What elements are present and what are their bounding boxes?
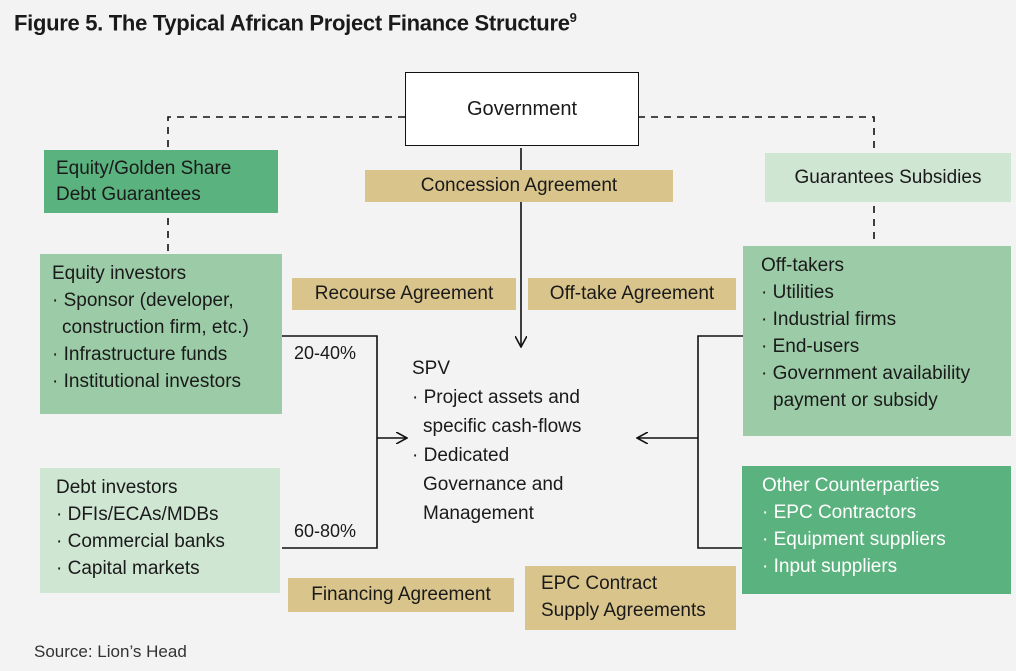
list-item: · Equipment suppliers <box>762 529 946 550</box>
list-item: specific cash-flows <box>423 416 582 437</box>
concession-agreement-label: Concession Agreement <box>365 170 673 202</box>
list-item: · Sponsor (developer, <box>52 290 234 311</box>
list-item: · Industrial firms <box>761 309 897 330</box>
list-item: · Dedicated <box>412 445 510 466</box>
list-item: · EPC Contractors <box>762 502 917 523</box>
financing-text: Financing Agreement <box>311 584 491 605</box>
list-item: · Institutional investors <box>52 371 242 392</box>
financing-agreement-label: Financing Agreement <box>288 578 514 612</box>
spv-block: SPV · Project assets and specific cash-f… <box>412 354 627 530</box>
figure-title: Figure 5. The Typical African Project Fi… <box>14 10 577 36</box>
offtakers-heading: Off-takers <box>761 255 845 276</box>
list-item: · DFIs/ECAs/MDBs <box>56 504 219 525</box>
offtake-agreement-label: Off-take Agreement <box>528 278 736 310</box>
debt-share-percentage: 60-80% <box>294 521 357 541</box>
title-footnote: 9 <box>569 10 577 25</box>
list-item: · Utilities <box>761 282 834 303</box>
right-bracket <box>697 335 743 549</box>
guarantees-subsidies-label: Guarantees Subsidies <box>794 167 982 188</box>
list-item: · Project assets and <box>412 387 580 408</box>
list-item: · Capital markets <box>56 558 200 579</box>
source-note: Source: Lion’s Head <box>34 642 187 661</box>
recourse-text: Recourse Agreement <box>314 283 494 304</box>
list-item: payment or subsidy <box>773 390 938 411</box>
list-item: · Input suppliers <box>762 556 898 577</box>
government-box: Government <box>405 72 639 146</box>
list-item: · End-users <box>761 336 860 357</box>
government-label: Government <box>466 97 578 120</box>
offtakers-box: Off-takers · Utilities · Industrial firm… <box>743 246 1011 436</box>
concession-text: Concession Agreement <box>420 175 618 196</box>
epc-line-2: Supply Agreements <box>541 600 706 621</box>
spv-heading: SPV <box>412 358 451 379</box>
list-item: construction firm, etc.) <box>62 317 249 338</box>
list-item: · Infrastructure funds <box>52 344 228 365</box>
equity-golden-share-box: Equity/Golden Share Debt Guarantees <box>44 150 278 213</box>
left-bracket <box>282 335 378 549</box>
epc-line-1: EPC Contract <box>541 573 658 594</box>
equity-golden-line-1: Equity/Golden Share <box>56 158 232 179</box>
list-item: · Government availability <box>761 363 971 384</box>
epc-contract-label: EPC Contract Supply Agreements <box>525 566 736 630</box>
list-item: Governance and <box>423 474 564 495</box>
other-counterparties-heading: Other Counterparties <box>762 475 940 496</box>
equity-golden-line-2: Debt Guarantees <box>56 184 201 205</box>
offtake-agreement-text: Off-take Agreement <box>549 283 715 304</box>
recourse-agreement-label: Recourse Agreement <box>292 278 516 310</box>
list-item: Management <box>423 503 534 524</box>
equity-share-percentage: 20-40% <box>294 343 357 363</box>
equity-investors-box: Equity investors · Sponsor (developer, c… <box>40 254 282 414</box>
other-counterparties-box: Other Counterparties · EPC Contractors ·… <box>742 466 1011 594</box>
dashed-line-right <box>638 116 875 243</box>
debt-investors-box: Debt investors · DFIs/ECAs/MDBs · Commer… <box>40 468 280 593</box>
guarantees-subsidies-box: Guarantees Subsidies <box>765 153 1011 202</box>
equity-investors-heading: Equity investors <box>52 263 187 284</box>
debt-investors-heading: Debt investors <box>56 477 178 498</box>
list-item: · Commercial banks <box>56 531 225 552</box>
